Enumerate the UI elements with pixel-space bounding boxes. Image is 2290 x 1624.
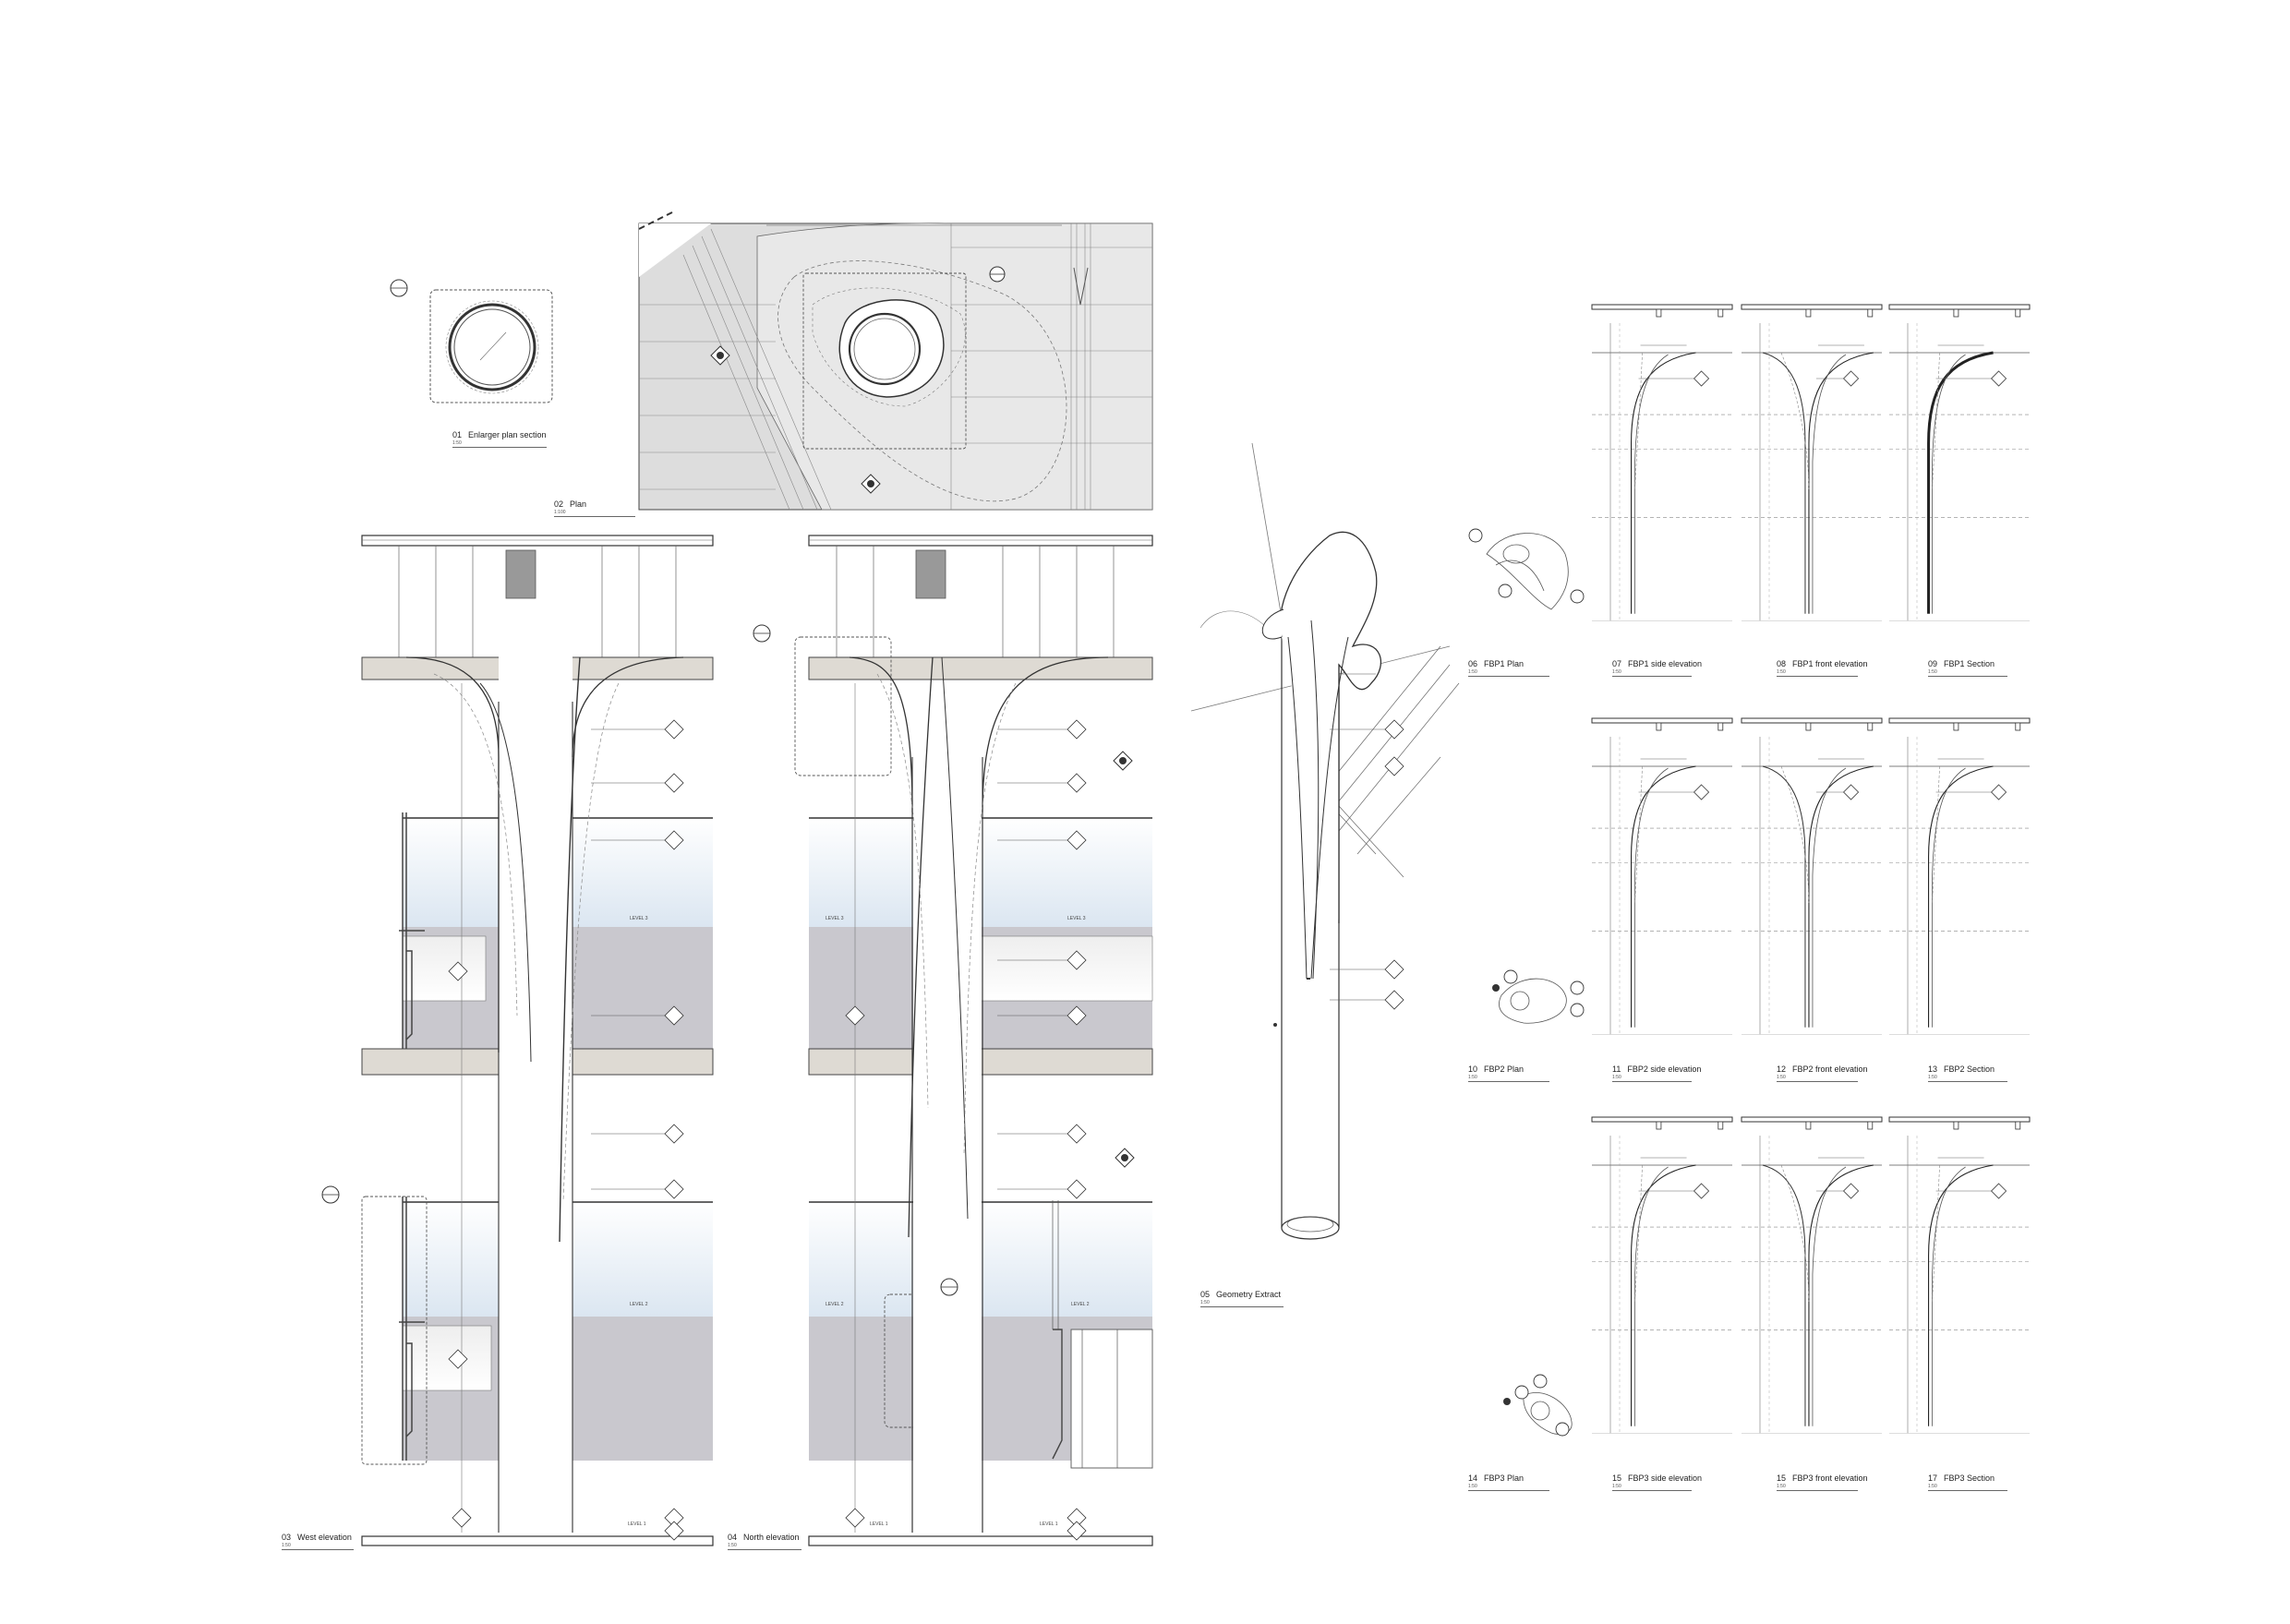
view-01-enlarged-plan [390,279,553,403]
level-label: LEVEL 3 [826,916,844,921]
elevation-marker-icon [1113,751,1135,1168]
level-label: LEVEL 1 [870,1522,888,1527]
fbp-detail-view [1888,717,2031,1035]
fbp-detail-grid [1591,304,2031,1434]
section-marker-icon [989,266,1006,283]
fbp-detail-view [1741,717,1883,1035]
level-label: LEVEL 2 [826,1302,844,1307]
fbp-detail-view [1888,304,2031,621]
level-label: LEVEL 2 [1071,1302,1090,1307]
view-02-plan [638,211,1153,511]
fbp-detail-view [1888,1116,2031,1434]
view-04-north-elevation [753,535,1153,1546]
fbp-detail-view [1741,1116,1883,1434]
fbp-detail-view [1591,717,1733,1035]
level-label: LEVEL 1 [1040,1522,1058,1527]
section-marker-icon [390,279,408,297]
section-marker-icon [321,1185,340,1204]
view-05-geometry-extract [1190,442,1460,1240]
level-tag-icon [845,719,1087,1541]
level-label: LEVEL 3 [1067,916,1086,921]
view-03-west-elevation [321,535,714,1546]
fbp-detail-view [1591,1116,1733,1434]
fbp1-plan-sketch [1468,528,1585,610]
level-tag-icon [448,719,684,1541]
section-marker-icon [753,624,958,1296]
level-label: LEVEL 3 [630,916,648,921]
level-label: LEVEL 2 [630,1302,648,1307]
fbp3-plan-sketch [1503,1374,1573,1437]
fbp-detail-view [1741,304,1883,621]
elevation-marker-icon [710,345,881,494]
fbp2-plan-sketch [1492,969,1585,1024]
level-tag-icon [1384,719,1404,1010]
level-label: LEVEL 1 [628,1522,646,1527]
fbp-detail-view [1591,304,1733,621]
